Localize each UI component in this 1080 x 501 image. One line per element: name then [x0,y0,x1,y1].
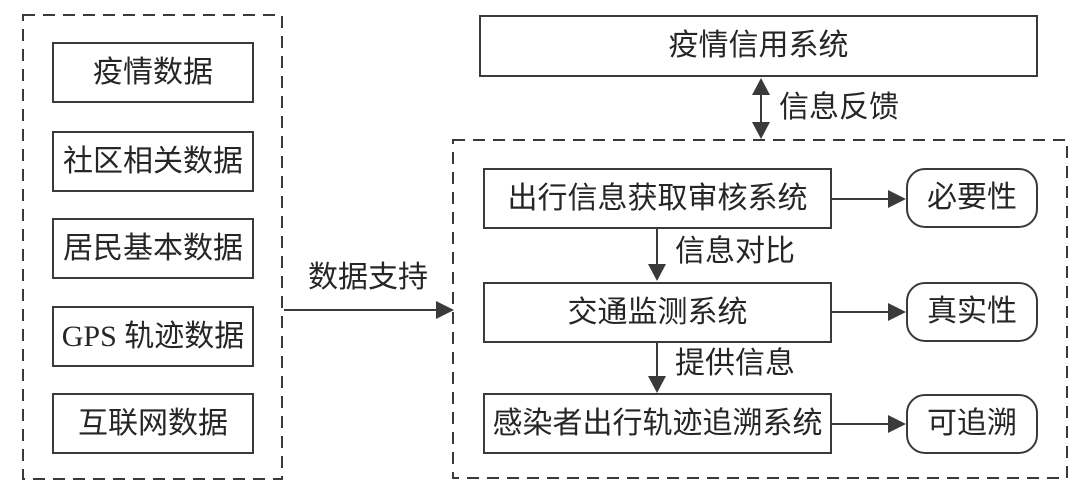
arrowhead-right-icon [436,301,454,319]
source-box-epidemic-data: 疫情数据 [52,42,254,103]
necessity-arrow [832,190,906,208]
system-box-infected-trace: 感染者出行轨迹追溯系统 [483,393,832,454]
authenticity-arrow [832,303,906,321]
arrowhead-up-icon [752,78,770,95]
compare-label: 信息对比 [675,235,795,268]
system-box-travel-info-review: 出行信息获取审核系统 [483,168,832,229]
attribute-badge-necessity: 必要性 [906,168,1038,228]
compare-connector-arrow [648,229,666,281]
credit-system-box: 疫情信用系统 [479,15,1038,77]
arrowhead-right-icon [888,190,906,208]
feedback-double-arrow [752,78,770,139]
arrowhead-down-icon [752,122,770,139]
source-box-resident-data: 居民基本数据 [52,218,254,279]
provide-connector-arrow [648,343,666,393]
attribute-badge-traceability: 可追溯 [906,394,1038,454]
arrowhead-down-icon [648,376,666,393]
data-support-label: 数据支持 [308,261,428,294]
source-box-internet-data: 互联网数据 [52,393,254,454]
provide-label: 提供信息 [675,347,795,380]
traceability-arrow [832,415,906,433]
arrowhead-right-icon [888,415,906,433]
arrowhead-right-icon [888,303,906,321]
feedback-label: 信息反馈 [779,91,899,124]
attribute-badge-authenticity: 真实性 [906,282,1038,342]
arrowhead-down-icon [648,264,666,281]
system-box-traffic-monitoring: 交通监测系统 [483,282,832,343]
source-box-gps-track-data: GPS 轨迹数据 [52,306,254,367]
data-support-arrow [284,301,454,319]
source-box-community-data: 社区相关数据 [52,131,254,192]
